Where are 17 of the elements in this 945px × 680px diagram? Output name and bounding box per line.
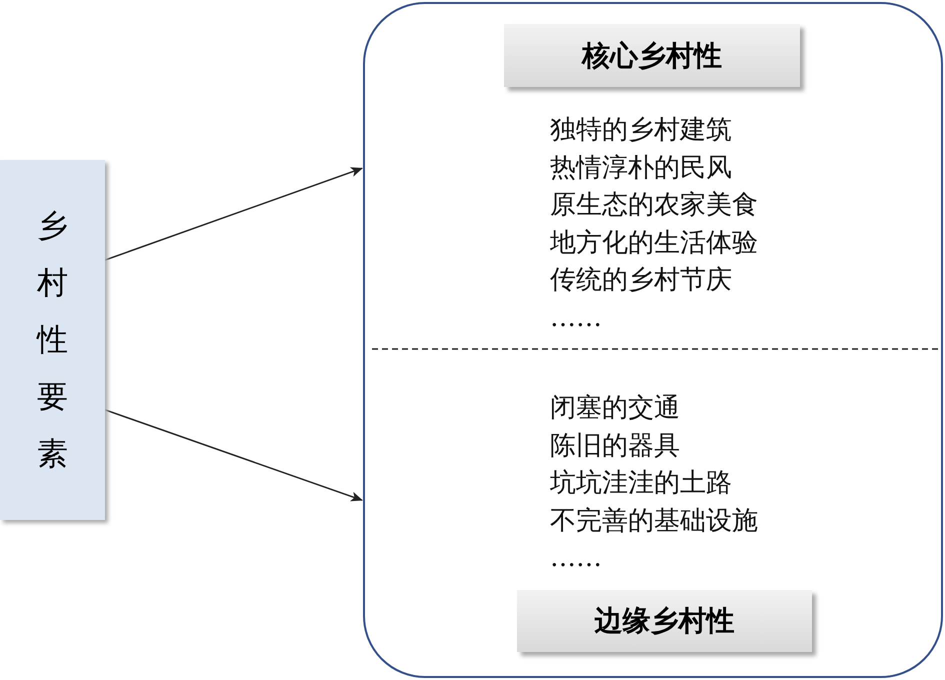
rounded-panel (363, 2, 943, 678)
heading-box: 边缘乡村性 (517, 590, 812, 652)
list-item: 闭塞的交通 (550, 393, 680, 423)
list-item: 地方化的生活体验 (550, 228, 758, 258)
list-item: 热情淳朴的民风 (550, 152, 732, 182)
list-item: 独特的乡村建筑 (550, 115, 732, 145)
heading-box: 核心乡村性 (504, 24, 800, 87)
list-item: 坑坑洼洼的土路 (550, 468, 732, 498)
list-item: 不完善的基础设施 (550, 506, 758, 536)
list-item: …… (550, 302, 602, 332)
list-item: …… (550, 543, 602, 573)
arrow (104, 409, 363, 502)
list-item: 原生态的农家美食 (550, 190, 758, 220)
list-item: 陈旧的器具 (550, 430, 680, 460)
list-item: 传统的乡村节庆 (550, 265, 732, 295)
arrow (104, 167, 363, 261)
side-box: 乡村性要素 (0, 160, 105, 520)
